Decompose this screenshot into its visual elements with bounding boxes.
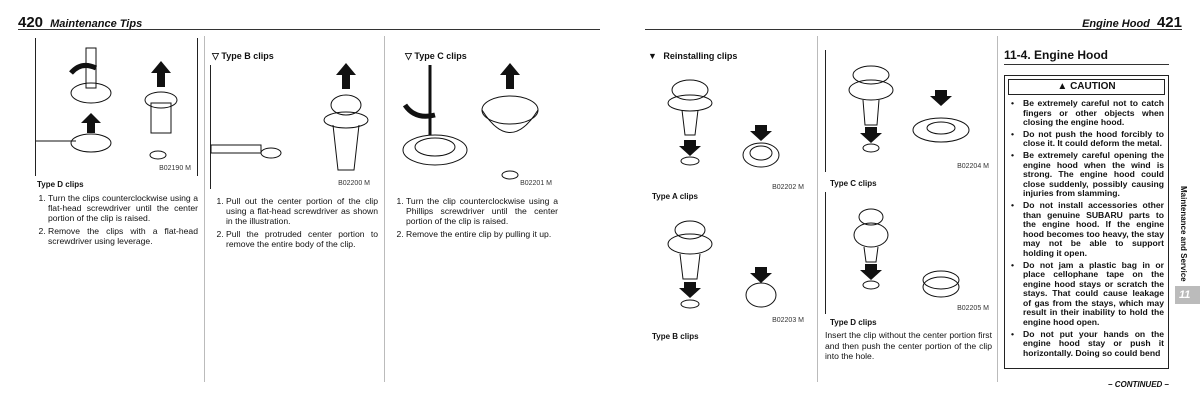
illustration-type-d: B02205 M: [825, 192, 995, 314]
figure-code: B02205 M: [957, 305, 989, 312]
subheading-type-b: ▽ Type B clips: [212, 51, 274, 61]
header-title: Maintenance Tips: [50, 18, 143, 30]
reinstall-instruction: Insert the clip without the center porti…: [825, 330, 992, 361]
page-number: 421: [1156, 14, 1182, 31]
instruction-list: Pull out the center portion of the clip …: [208, 196, 378, 251]
column-divider: [997, 36, 998, 382]
caution-box: ▲ CAUTION Be extremely careful not to ca…: [1004, 75, 1169, 369]
clip-install-drawing: [667, 220, 777, 309]
caution-item: Do not put your hands on the engine hood…: [1011, 329, 1164, 359]
step: Turn the clip counterclockwise using a P…: [406, 196, 558, 227]
figure-caption: Type B clips: [652, 332, 699, 341]
header-rule: [645, 29, 1182, 30]
caution-header: ▲ CAUTION: [1008, 79, 1165, 95]
clip-install-drawing: [667, 79, 780, 168]
subheading-text: Reinstalling clips: [663, 51, 738, 61]
step: Remove the clips with a flat-head screwd…: [48, 226, 198, 246]
figure-code: B02204 M: [957, 163, 989, 170]
continued-marker: – CONTINUED –: [1108, 380, 1169, 389]
chapter-tab[interactable]: 11: [1175, 286, 1200, 304]
clip-removal-drawing: [402, 63, 539, 180]
page-header-left: 420 Maintenance Tips: [18, 14, 142, 31]
figure-code: B02200 M: [338, 180, 370, 187]
figure-code: B02190 M: [159, 165, 191, 172]
column-divider: [384, 36, 385, 382]
subheading-type-c: ▽ Type C clips: [405, 51, 467, 61]
illustration-type-c-removal: B02201 M: [390, 63, 560, 189]
illustration-type-c: B02204 M: [825, 50, 995, 172]
side-tab-label: Maintenance and Service: [1179, 186, 1188, 282]
caution-label: CAUTION: [1070, 81, 1116, 92]
figure-code: B02202 M: [772, 184, 804, 191]
column-divider: [817, 36, 818, 382]
subheading-reinstalling: ▼ Reinstalling clips: [648, 51, 738, 61]
figure-code: B02201 M: [520, 180, 552, 187]
caution-list: Be extremely careful not to catch finger…: [1005, 95, 1168, 358]
illustration-type-b-removal: B02200 M: [210, 63, 380, 189]
caution-item: Be extremely careful opening the engine …: [1011, 150, 1164, 199]
subheading-text: Type C clips: [414, 51, 467, 61]
column-divider: [204, 36, 205, 382]
step: Pull the protruded center portion to rem…: [226, 229, 378, 249]
caution-item: Do not install accessories other than ge…: [1011, 200, 1164, 259]
caution-item: Be extremely careful not to catch finger…: [1011, 98, 1164, 128]
caution-item: Do not jam a plastic bag in or place cel…: [1011, 260, 1164, 328]
illustration-type-b: B02203 M: [650, 210, 810, 324]
figure-caption: Type D clips: [830, 318, 877, 327]
header-title: Engine Hood: [1082, 18, 1150, 30]
figure-caption: Type A clips: [652, 192, 698, 201]
caution-item: Do not push the hood forcibly to close i…: [1011, 129, 1164, 149]
clip-removal-drawing: [36, 47, 178, 160]
clip-install-drawing: [853, 208, 960, 298]
illustration-type-d-removal: B02190 M: [35, 38, 198, 176]
header-rule: [18, 29, 600, 30]
figure-code: B02203 M: [772, 317, 804, 324]
figure-caption: Type C clips: [830, 179, 877, 188]
instruction-list: Turn the clips counterclockwise using a …: [30, 193, 198, 248]
step: Turn the clips counterclockwise using a …: [48, 193, 198, 224]
clip-removal-drawing: [210, 63, 369, 171]
instruction-list: Turn the clip counterclockwise using a P…: [388, 196, 558, 241]
step: Pull out the center portion of the clip …: [226, 196, 378, 227]
clip-install-drawing: [848, 65, 970, 153]
page-header-right: Engine Hood 421: [1082, 14, 1182, 31]
section-title: 11-4. Engine Hood: [1004, 48, 1109, 62]
subheading-text: Type B clips: [221, 51, 274, 61]
step: Remove the entire clip by pulling it up.: [406, 229, 558, 239]
page-number: 420: [18, 14, 44, 31]
illustration-type-a: B02202 M: [650, 65, 810, 191]
section-rule: [1004, 64, 1169, 65]
warning-triangle-icon: ▲: [1057, 81, 1068, 92]
figure-caption: Type D clips: [37, 180, 84, 189]
